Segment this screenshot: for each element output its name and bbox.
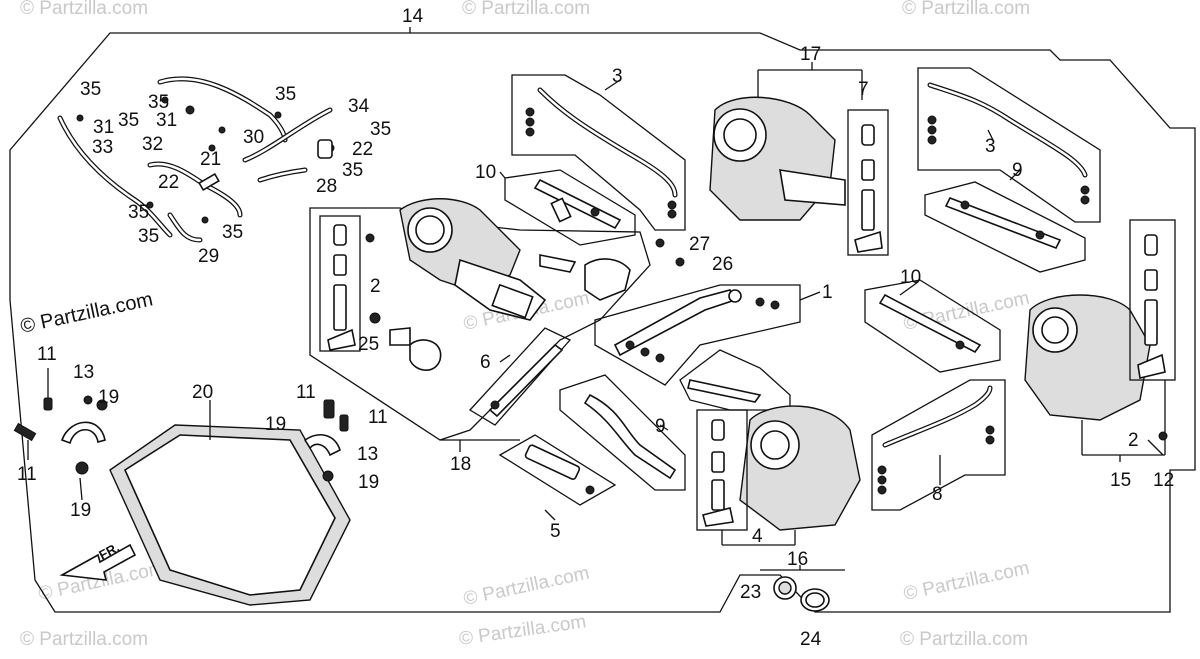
callout-20: 20: [192, 382, 213, 403]
bracket-left: [13, 368, 108, 475]
callout-29: 29: [198, 246, 219, 267]
callout-17: 17: [800, 44, 821, 65]
callout-10: 10: [475, 162, 496, 183]
callout-15: 15: [1110, 470, 1131, 491]
callout-5: 5: [550, 521, 561, 542]
callout-22: 22: [352, 139, 373, 160]
callout-22: 22: [158, 172, 179, 193]
callout-2: 2: [1128, 430, 1139, 451]
vent-hose-group: [57, 76, 335, 243]
callout-35: 35: [80, 79, 101, 100]
callout-4: 4: [752, 526, 763, 547]
callout-16: 16: [787, 549, 808, 570]
leader-lines: [27, 79, 1164, 521]
watermark-text: © Partzilla.com: [20, 629, 148, 650]
callout-11: 11: [17, 464, 37, 485]
linkage-rod-9-center: [559, 374, 686, 491]
watermark-text: © Partzilla.com: [462, 563, 592, 610]
callout-21: 21: [200, 149, 221, 170]
carburetor-bottom: [679, 349, 861, 546]
callout-13: 13: [73, 362, 94, 383]
callout-3: 3: [985, 136, 996, 157]
callout-13: 13: [357, 444, 378, 465]
watermark-text: © Partzilla.com: [902, 558, 1032, 605]
callout-28: 28: [316, 176, 337, 197]
callout-9: 9: [1012, 160, 1023, 181]
partzilla-watermark: © Partzilla.com: [18, 288, 154, 338]
callout-19: 19: [98, 387, 119, 408]
watermark-text: © Partzilla.com: [902, 288, 1032, 335]
callout-labels: 14 35 35 35 34 35 31 35 31 30 33 32 22 2…: [17, 6, 1174, 650]
callout-8: 8: [932, 484, 943, 505]
callout-3: 3: [612, 66, 623, 87]
callout-19: 19: [70, 500, 91, 521]
carburetor-top: [709, 62, 889, 256]
part-5: [498, 434, 617, 506]
callout-35: 35: [370, 119, 391, 140]
watermark-text: © Partzilla.com: [462, 0, 590, 19]
callout-27: 27: [689, 234, 710, 255]
callout-30: 30: [243, 127, 264, 148]
linkage-rod-1: [613, 238, 780, 363]
linkage-rod-3-right: [917, 67, 1101, 223]
callout-10: 10: [900, 267, 921, 288]
callout-19: 19: [265, 414, 286, 435]
assembly-outline: [9, 32, 1196, 613]
callout-35: 35: [222, 222, 243, 243]
bracket-center: [303, 399, 349, 482]
callout-12: 12: [1153, 470, 1174, 491]
callout-2: 2: [370, 276, 381, 297]
callout-34: 34: [348, 96, 370, 117]
callout-35: 35: [148, 92, 169, 113]
carburetor-right: [1024, 219, 1176, 462]
front-direction-arrow: FR.: [59, 540, 137, 581]
watermark-text: © Partzilla.com: [20, 0, 148, 19]
callout-32: 32: [142, 134, 163, 155]
callout-7: 7: [858, 79, 869, 100]
watermark-text: © Partzilla.com: [900, 629, 1028, 650]
callout-11: 11: [37, 344, 57, 365]
callout-25: 25: [358, 334, 379, 355]
callout-18: 18: [450, 454, 471, 475]
callout-23: 23: [740, 582, 761, 603]
watermark-text: © Partzilla.com: [902, 0, 1030, 19]
linkage-rod-8: [871, 379, 1006, 511]
callout-9: 9: [655, 416, 666, 437]
callout-19: 19: [358, 472, 379, 493]
linkage-rod-3: [511, 74, 686, 231]
throttle-link-10-top: [504, 169, 636, 246]
callout-24: 24: [800, 629, 822, 650]
callout-35: 35: [275, 84, 296, 105]
needle-jet-column: [319, 215, 442, 371]
air-chamber-tray: [109, 400, 351, 606]
parts-23-24: [760, 565, 845, 612]
link-outline: [594, 284, 801, 386]
callout-26: 26: [712, 254, 733, 275]
callout-6: 6: [480, 352, 491, 373]
callout-1: 1: [822, 282, 833, 303]
callout-31: 31: [93, 117, 114, 138]
carburetor-left: [399, 198, 631, 321]
part-6: [468, 327, 572, 426]
callout-14: 14: [402, 6, 424, 27]
linkage-rod-9-right: [924, 181, 1086, 273]
callout-33: 33: [92, 137, 113, 158]
linkage-rod-10-right: [864, 279, 1001, 373]
callout-35: 35: [118, 110, 139, 131]
callout-31: 31: [156, 110, 177, 131]
callout-35: 35: [128, 202, 149, 223]
callout-11: 11: [368, 407, 388, 428]
callout-35: 35: [342, 160, 363, 181]
callout-35: 35: [138, 226, 159, 247]
callout-11: 11: [296, 382, 316, 403]
watermark-text: © Partzilla.com: [458, 611, 588, 650]
